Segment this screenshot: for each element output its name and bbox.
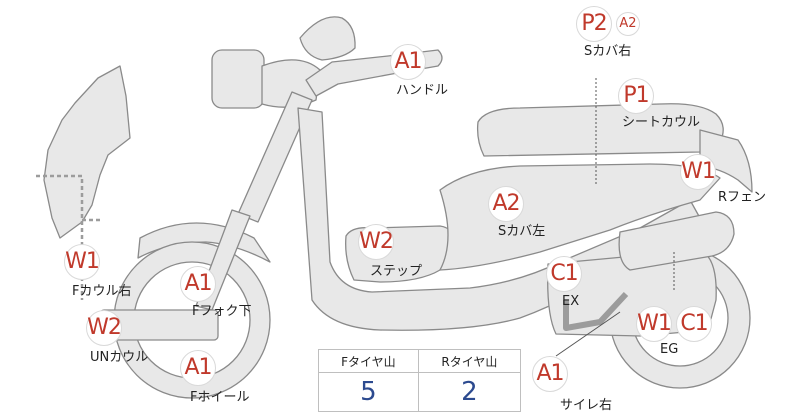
marker-s-cover-right-secondary: A2: [616, 12, 640, 36]
label-silencer-right: サイレ右: [560, 398, 613, 413]
front-tire-value: 5: [318, 372, 419, 412]
label-engine: EG: [660, 342, 679, 357]
marker-under-cowl: W2: [86, 310, 122, 346]
front-cowl-shape: [43, 65, 131, 239]
marker-exhaust: C1: [546, 256, 582, 292]
windscreen-shape: [299, 16, 356, 61]
marker-step: W2: [358, 224, 394, 260]
marker-s-cover-left: A2: [488, 186, 524, 222]
front-tire-header: Fタイヤ山: [318, 349, 419, 373]
label-s-cover-right: Sカバ右: [584, 44, 632, 59]
rear-tire-header: Rタイヤ山: [417, 349, 522, 373]
exhaust-pipe: [563, 291, 629, 331]
marker-silencer-right: A1: [532, 356, 568, 392]
marker-front-wheel: A1: [180, 350, 216, 386]
label-rear-fender: Rフェン: [718, 190, 767, 205]
label-s-cover-left: Sカバ左: [498, 224, 546, 239]
marker-s-cover-right: P2: [576, 6, 612, 42]
headlight-shape: [211, 49, 265, 109]
seat-shape: [476, 103, 724, 157]
marker-rear-fender: W1: [680, 154, 716, 190]
marker-front-fork: A1: [180, 266, 216, 302]
marker-handle: A1: [390, 44, 426, 80]
label-handle: ハンドル: [396, 83, 449, 98]
marker-engine: W1: [636, 306, 672, 342]
marker-seat-cowl: P1: [618, 78, 654, 114]
label-front-cowl-right: Fカウル右: [72, 284, 132, 299]
label-front-fork: Fフォク下: [192, 304, 252, 319]
muffler-shape: [618, 211, 735, 271]
tire-tread-table: Fタイヤ山 Rタイヤ山 5 2: [318, 349, 522, 412]
steering-stem-shape: [237, 91, 313, 223]
label-seat-cowl: シートカウル: [622, 115, 701, 130]
rear-tire-value: 2: [417, 372, 522, 412]
label-front-wheel: Fホイール: [190, 390, 250, 405]
label-under-cowl: UNカウル: [90, 350, 149, 365]
marker-front-cowl-right: W1: [64, 244, 100, 280]
label-step: ステップ: [370, 264, 423, 279]
label-exhaust: EX: [562, 294, 580, 309]
marker-engine-secondary: C1: [676, 306, 712, 342]
